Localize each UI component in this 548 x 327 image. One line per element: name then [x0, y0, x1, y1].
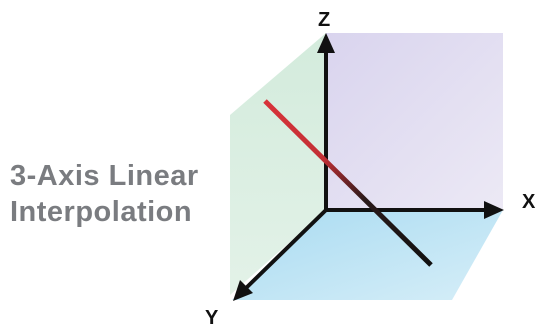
- back-plane: [326, 33, 503, 210]
- z-axis-arrowhead: [317, 33, 335, 53]
- y-axis-arrowhead: [233, 280, 253, 301]
- z-axis-label: Z: [318, 9, 330, 31]
- diagram-title-line-2: Interpolation: [10, 196, 193, 228]
- x-axis-arrowhead: [484, 201, 504, 219]
- y-axis: [242, 208, 328, 292]
- y-axis-label: Y: [205, 307, 219, 327]
- x-axis-label: X: [522, 191, 536, 213]
- diagram-title-line-1: 3-Axis Linear: [10, 160, 199, 192]
- interpolation-path: [263, 99, 433, 267]
- left-plane: [230, 33, 326, 295]
- floor-plane: [232, 210, 503, 300]
